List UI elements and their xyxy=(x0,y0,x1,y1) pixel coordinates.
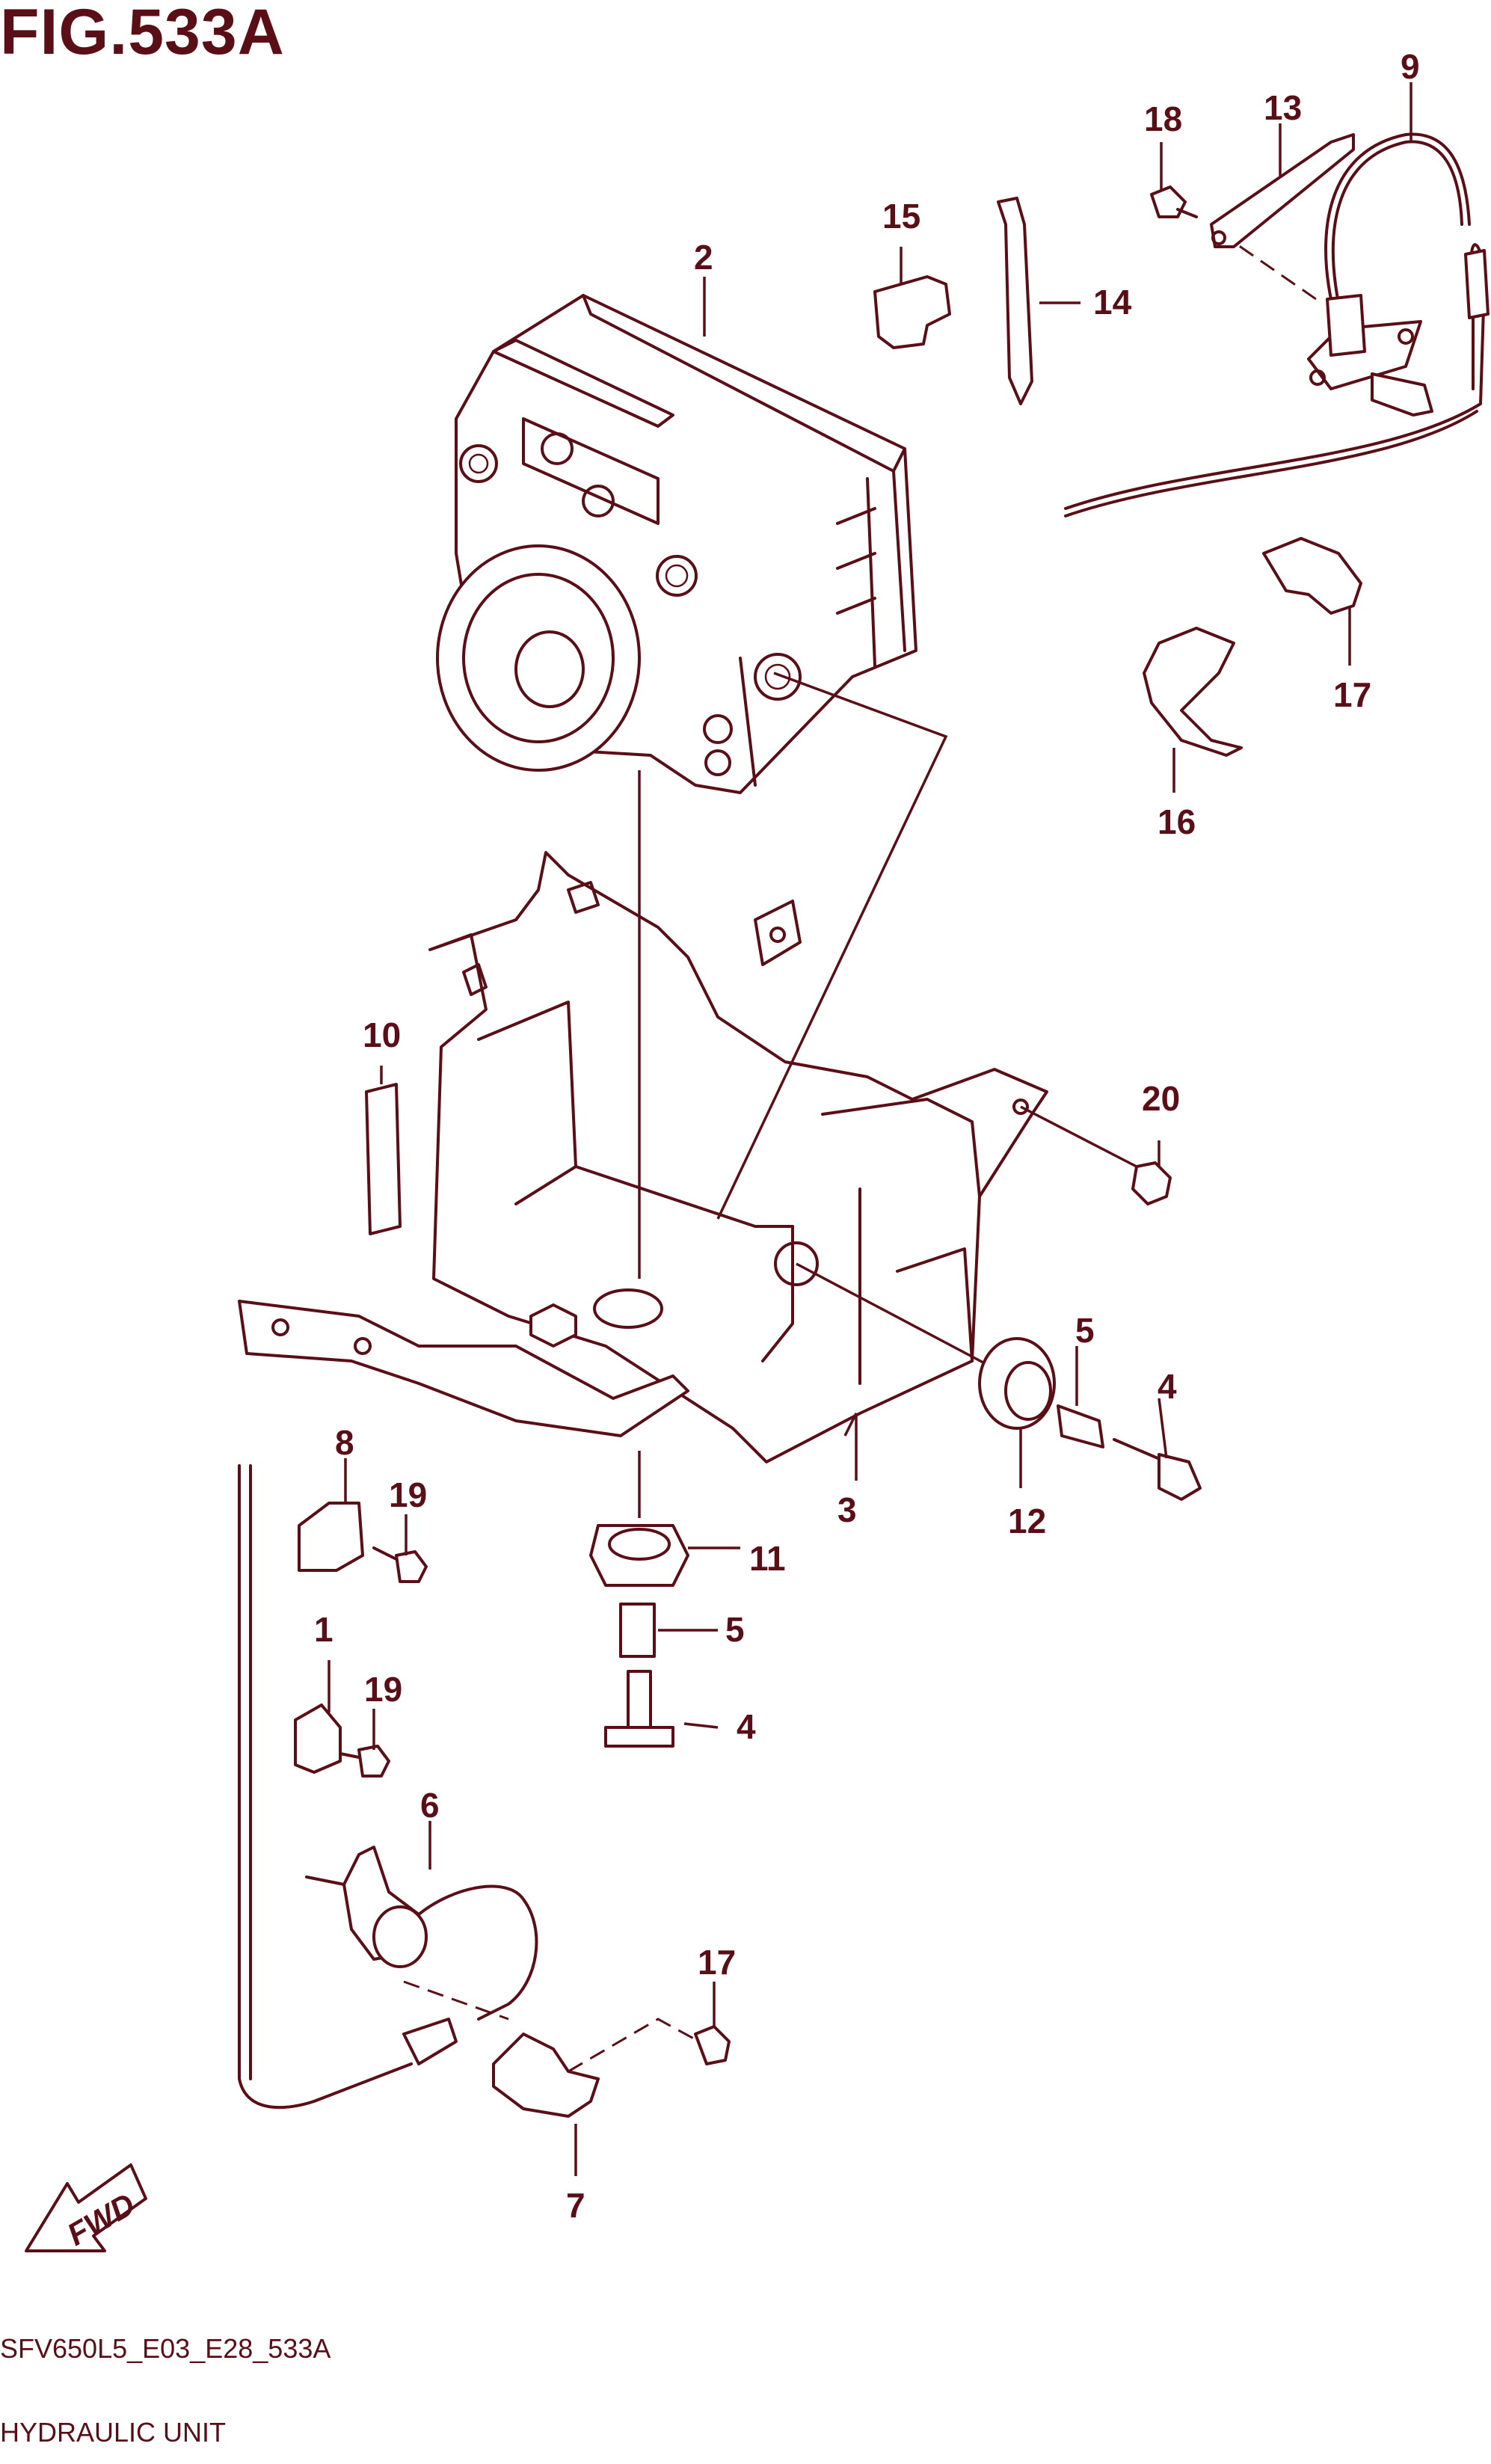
callout-1: 1 xyxy=(314,1610,333,1649)
wheel-sensor-9-drawing xyxy=(1064,132,1490,517)
fwd-arrow-icon: FWD xyxy=(25,2163,147,2252)
callout-2: 2 xyxy=(694,238,713,277)
callout-20: 20 xyxy=(1142,1079,1180,1118)
hydraulic-unit-drawing xyxy=(436,294,917,794)
callout-10: 10 xyxy=(363,1016,401,1054)
callout-11: 11 xyxy=(749,1539,786,1578)
callout-18: 18 xyxy=(1144,99,1182,138)
callout-16: 16 xyxy=(1158,802,1196,841)
callout-12: 12 xyxy=(1008,1502,1046,1540)
callout-19-upper: 19 xyxy=(389,1475,427,1514)
bracket-drawing xyxy=(238,851,1048,1463)
wheel-sensor-6-drawing xyxy=(238,1464,538,2110)
callout-17-lower: 17 xyxy=(698,1943,736,1982)
callout-6: 6 xyxy=(420,1786,440,1825)
callout-4-right: 4 xyxy=(1158,1367,1177,1406)
callout-3: 3 xyxy=(837,1490,857,1529)
callout-5-right: 5 xyxy=(1075,1311,1095,1350)
figure-title: FIG.533A xyxy=(0,0,285,68)
callout-17-top: 17 xyxy=(1333,675,1371,714)
callout-15: 15 xyxy=(882,197,920,236)
callout-7: 7 xyxy=(566,2186,585,2225)
callout-13: 13 xyxy=(1264,88,1302,127)
diagram-code: SFV650L5_E03_E28_533A xyxy=(0,2333,331,2364)
callout-5-lower: 5 xyxy=(725,1610,745,1649)
callout-14: 14 xyxy=(1093,283,1132,322)
callout-9: 9 xyxy=(1401,47,1420,86)
callout-4-lower: 4 xyxy=(737,1707,756,1746)
callout-19-lower: 19 xyxy=(364,1670,402,1709)
callout-8: 8 xyxy=(335,1423,354,1462)
diagram-name: HYDRAULIC UNIT xyxy=(0,2417,227,2448)
